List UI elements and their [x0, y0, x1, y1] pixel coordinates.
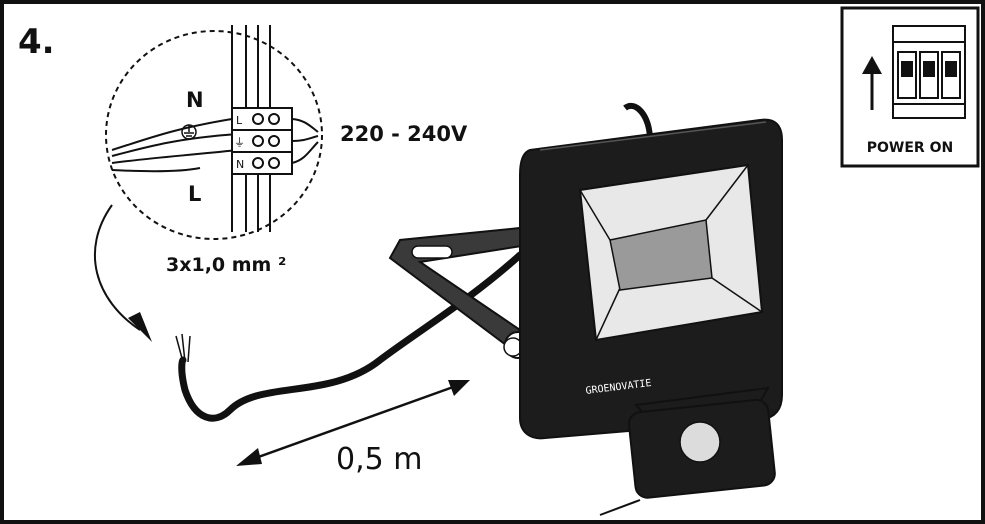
step-number: 4.: [18, 22, 55, 62]
terminal-block: [231, 107, 293, 175]
wiring-detail-circle: [105, 30, 323, 240]
circuit-breaker-icon: [892, 25, 966, 119]
power-cable: [175, 251, 524, 422]
cable-length-label: 0,5 m: [336, 442, 423, 477]
curved-arrow-icon: [93, 204, 152, 342]
led-chip: [609, 219, 713, 291]
terminal-label: L: [236, 114, 243, 127]
floodlight: GROENOVATIE: [519, 118, 783, 440]
terminal-label: ⏚: [234, 136, 245, 149]
live-wire-label: L: [188, 182, 202, 206]
neutral-wire-label: N: [186, 88, 204, 112]
power-on-label: POWER ON: [866, 140, 954, 156]
terminal-labels: L ⏚ N: [234, 114, 245, 171]
power-on-caption-box: POWER ON: [842, 8, 978, 166]
incoming-wires: [111, 117, 239, 173]
terminal-label: N: [236, 158, 244, 171]
motion-sensor-icon: [599, 386, 776, 516]
mounting-bracket: [388, 103, 653, 359]
lamp-wires: [291, 118, 319, 164]
earth-ground-icon: [181, 124, 197, 140]
double-arrow-icon: [236, 380, 470, 466]
cable-spec-label: 3x1,0 mm ²: [166, 254, 287, 276]
power-on-panel: [840, 6, 980, 168]
voltage-label: 220 - 240V: [340, 122, 468, 146]
up-arrow-icon: [862, 56, 882, 110]
